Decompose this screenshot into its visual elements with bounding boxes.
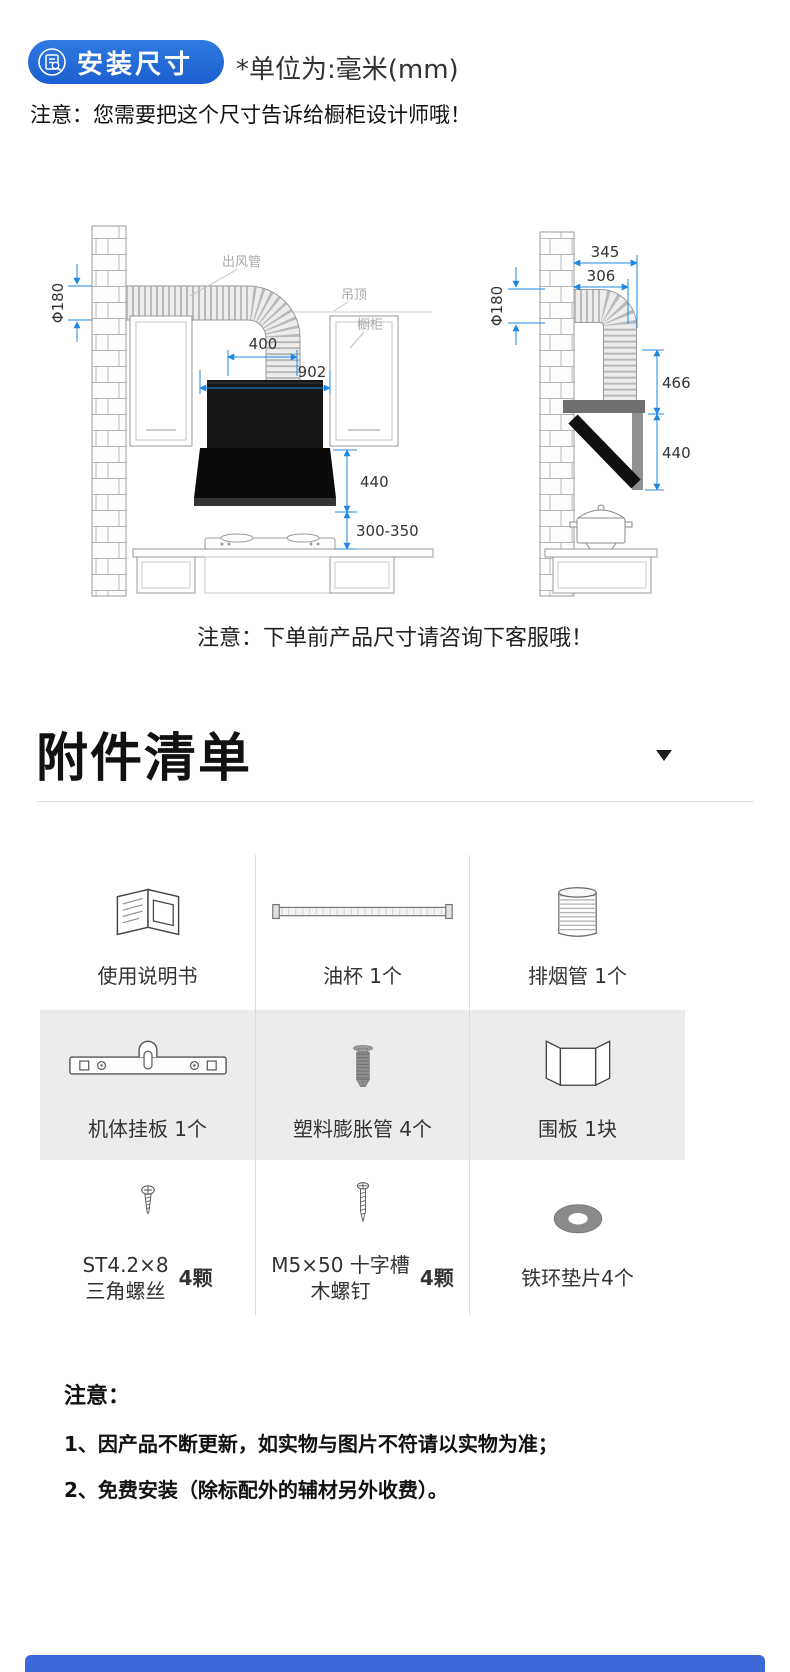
title-divider xyxy=(36,801,754,802)
accessory-label: 围板 1块 xyxy=(537,1116,618,1141)
screw-icon xyxy=(140,1185,155,1214)
notes-title: 注意： xyxy=(64,1384,131,1409)
dim-hood-height: 440 xyxy=(360,473,389,491)
next-section-banner-edge xyxy=(25,1655,765,1672)
dim-hood-to-counter: 300-350 xyxy=(356,522,419,540)
pot-counter xyxy=(544,504,658,594)
dim-upper-height: 466 xyxy=(662,374,691,392)
mounting-plate-icon xyxy=(68,1040,227,1075)
cabinet-leader xyxy=(349,331,365,349)
ceiling-leader xyxy=(333,301,349,312)
user-manual-icon xyxy=(116,888,179,936)
accessory-item-wood-screw: M5×50 十字槽 木螺钉 4颗 xyxy=(255,1160,470,1315)
dim-left-duct-diameter: Φ180 xyxy=(49,283,67,323)
accessory-qty: 4颗 xyxy=(419,1266,454,1290)
left-brick-wall xyxy=(91,225,127,597)
dim-hood-width: 902 xyxy=(298,363,327,381)
right-brick-wall xyxy=(539,231,575,597)
collapse-arrow-icon xyxy=(656,750,672,761)
dim-duct-offset: 400 xyxy=(249,335,278,353)
accessory-label: ST4.2×8 三角螺丝 xyxy=(82,1253,169,1303)
outlet-pipe-leader xyxy=(189,268,239,297)
designer-note: 注意：您需要把这个尺寸告诉给橱柜设计师哦！ xyxy=(30,103,471,127)
accessory-label: 排烟管 1个 xyxy=(527,964,628,988)
accessory-label: 机体挂板 1个 xyxy=(87,1116,208,1141)
washer-icon xyxy=(553,1204,602,1234)
accessory-item-iron-washer: 铁环垫片4个 xyxy=(470,1160,685,1315)
unit-note: *单位为:毫米(mm) xyxy=(236,55,459,85)
dimension-doc-icon xyxy=(38,48,66,76)
footer-notes: 注意： 1、因产品不断更新，如实物与图片不符请以实物为准； 2、免费安装（除标配… xyxy=(64,1378,558,1520)
wood-screw-icon xyxy=(356,1182,369,1222)
install-size-badge: 安装尺寸 xyxy=(28,40,224,84)
badge-label: 安装尺寸 xyxy=(77,49,194,80)
accessory-label: M5×50 十字槽 木螺钉 xyxy=(271,1253,410,1303)
dim-top-depth-inner: 306 xyxy=(587,267,616,285)
oil-cup-icon xyxy=(272,903,453,920)
ceiling-label: 吊顶 xyxy=(341,288,367,303)
accessory-label: 塑料膨胀管 4个 xyxy=(292,1116,433,1141)
accessory-item-oil-cup: 油杯 1个 xyxy=(255,855,470,1010)
accessory-item-surround-panel: 围板 1块 xyxy=(470,1010,685,1160)
right-outlet-duct xyxy=(574,289,637,400)
cabinet-label: 橱柜 xyxy=(357,318,383,333)
range-hood-side xyxy=(563,400,645,490)
service-note: 注意：下单前产品尺寸请咨询下客服哦！ xyxy=(196,626,593,651)
surround-panel-icon xyxy=(545,1039,610,1086)
accessories-title: 附件清单 xyxy=(36,729,253,789)
accessory-label: 铁环垫片4个 xyxy=(521,1266,634,1290)
exhaust-pipe-icon xyxy=(558,887,597,937)
dimension-lines xyxy=(68,255,664,550)
outlet-pipe-label: 出风管 xyxy=(222,255,261,270)
expansion-tube-icon xyxy=(352,1044,373,1087)
dim-lower-height: 440 xyxy=(662,444,691,462)
accessory-item-mounting-plate: 机体挂板 1个 xyxy=(40,1010,255,1160)
cooktop-counter xyxy=(132,533,434,594)
accessory-label: 油杯 1个 xyxy=(322,964,403,988)
note-line: 2、免费安装（除标配外的辅材另外收费）。 xyxy=(64,1478,448,1502)
note-line: 1、因产品不断更新，如实物与图片不符请以实物为准； xyxy=(64,1432,558,1456)
wall-cabinets xyxy=(129,315,399,447)
dim-right-duct-diameter: Φ180 xyxy=(488,286,506,326)
accessory-label: 使用说明书 xyxy=(97,964,198,988)
accessory-item-exhaust-pipe: 排烟管 1个 xyxy=(470,855,685,1010)
accessory-item-expansion-tube: 塑料膨胀管 4个 xyxy=(255,1010,470,1160)
accessory-item-triangle-screw: ST4.2×8 三角螺丝 4颗 xyxy=(40,1160,255,1315)
installation-diagram: 出风管 吊顶 橱柜 xyxy=(49,225,691,597)
range-hood-front xyxy=(194,380,336,506)
accessories-grid: 使用说明书 油杯 1个 排烟管 1个 xyxy=(40,855,685,1315)
left-outlet-duct xyxy=(126,285,301,380)
dim-top-depth-outer: 345 xyxy=(591,243,620,261)
accessory-qty: 4颗 xyxy=(178,1266,213,1290)
accessory-item-user-manual: 使用说明书 xyxy=(40,855,255,1010)
